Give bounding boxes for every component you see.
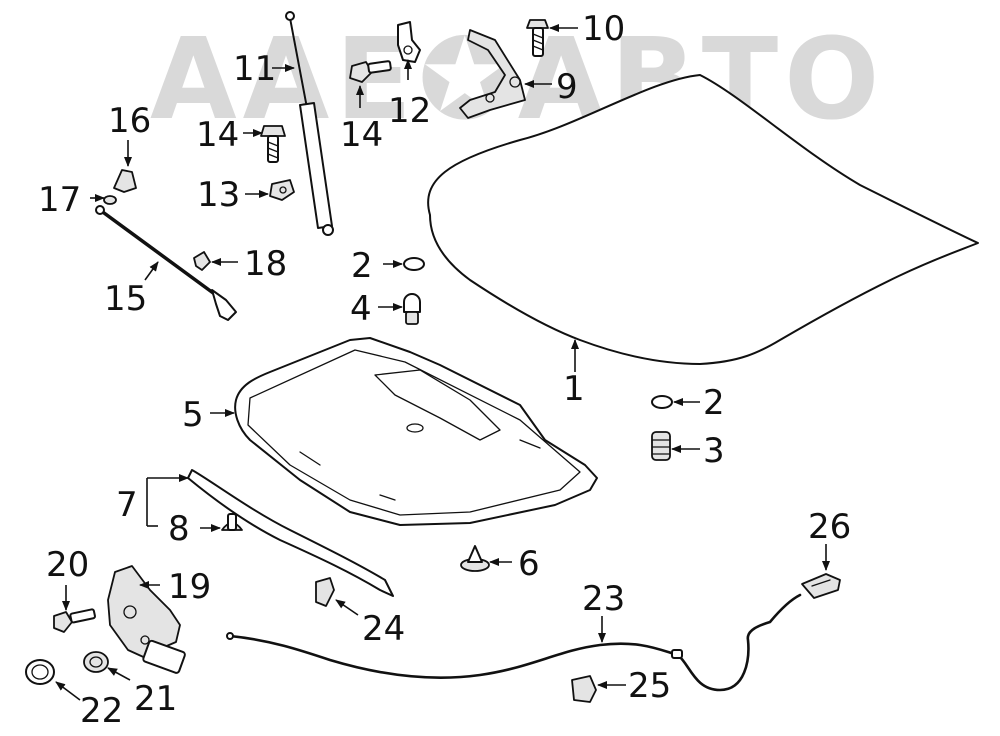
hood-lock-assembly: [107, 565, 186, 674]
grommet-lower: [651, 395, 673, 409]
callout-22: 22: [80, 691, 123, 731]
hood-cushion: [651, 431, 671, 461]
hood-support-strut: [285, 11, 334, 236]
callout-14-right: 14: [340, 115, 383, 155]
callout-1: 1: [563, 369, 585, 409]
callout-15: 15: [104, 279, 147, 319]
hood-release-cable: [226, 593, 802, 692]
hinge-bolt: [526, 19, 549, 57]
rod-clip: [193, 251, 211, 271]
hood-panel: [427, 74, 979, 365]
insulator-clip: [460, 545, 490, 572]
callout-6: 6: [518, 544, 540, 584]
callout-3: 3: [703, 431, 725, 471]
callout-17: 17: [38, 180, 81, 220]
callout-20: 20: [46, 545, 89, 585]
hinge-bracket: [397, 21, 421, 63]
hood-hinge: [459, 29, 526, 119]
hole-cap: [25, 659, 55, 685]
callout-19: 19: [168, 567, 211, 607]
cable-clamp: [571, 675, 597, 703]
callout-26: 26: [808, 507, 851, 547]
callout-24: 24: [362, 609, 405, 649]
leader-lines: [55, 24, 830, 701]
cable-clip: [315, 577, 335, 607]
rod-grommet: [103, 195, 117, 205]
callout-7: 7: [116, 485, 138, 525]
callout-10: 10: [582, 9, 625, 49]
callout-9: 9: [556, 67, 578, 107]
callout-16: 16: [108, 101, 151, 141]
callout-2-upper: 2: [351, 246, 373, 286]
hood-support-rod: [95, 205, 237, 321]
callout-11: 11: [233, 49, 276, 89]
callout-23: 23: [582, 579, 625, 619]
callout-5: 5: [182, 395, 204, 435]
lock-bumper: [83, 651, 109, 673]
lock-bolt: [53, 608, 96, 633]
hood-insulator: [234, 337, 598, 526]
callout-25: 25: [628, 666, 671, 706]
grommet-upper: [403, 257, 425, 271]
callout-14-left: 14: [196, 115, 239, 155]
hood-release-handle: [801, 573, 841, 599]
callout-21: 21: [134, 679, 177, 719]
callout-2-lower: 2: [703, 383, 725, 423]
callout-labels: 1 2 2 3 4 5 6 7 8 9 10 11 12 13 14 14 15…: [38, 9, 851, 731]
callout-8: 8: [168, 509, 190, 549]
rod-holder: [113, 169, 137, 193]
callout-18: 18: [244, 244, 287, 284]
weatherstrip-clip: [221, 513, 243, 531]
callout-13: 13: [197, 175, 240, 215]
callout-12: 12: [388, 91, 431, 131]
hood-bumper: [403, 293, 421, 325]
hood-weatherstrip: [187, 469, 394, 597]
strut-bracket: [269, 179, 295, 201]
bolt-strut-upper: [349, 60, 392, 83]
callout-4: 4: [350, 289, 372, 329]
